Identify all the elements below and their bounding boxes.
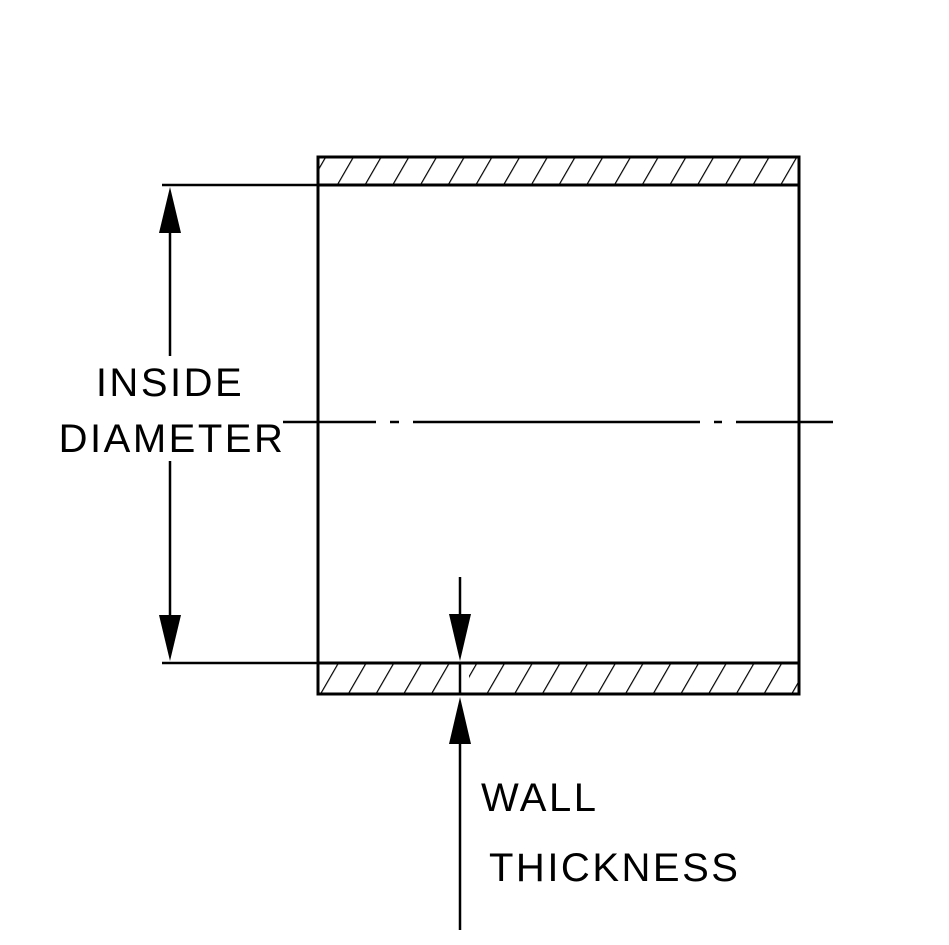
inside-diameter-up-arrow-icon (159, 187, 181, 233)
wall-thickness-label-line1: WALL (481, 776, 598, 820)
wall-thickness-up-arrow-icon (449, 697, 471, 744)
tube-body-outline (316, 155, 801, 696)
wall-thickness-label-line2: THICKNESS (489, 846, 740, 890)
inside-diameter-label-line1: INSIDE (96, 361, 244, 405)
bottom-wall-hatched-band (316, 661, 801, 696)
inside-diameter-down-arrow-icon (159, 615, 181, 661)
inside-diameter-label-line2: DIAMETER (59, 417, 286, 461)
top-wall-hatched-band (316, 155, 801, 187)
wall-thickness-down-arrow-icon (449, 614, 471, 661)
